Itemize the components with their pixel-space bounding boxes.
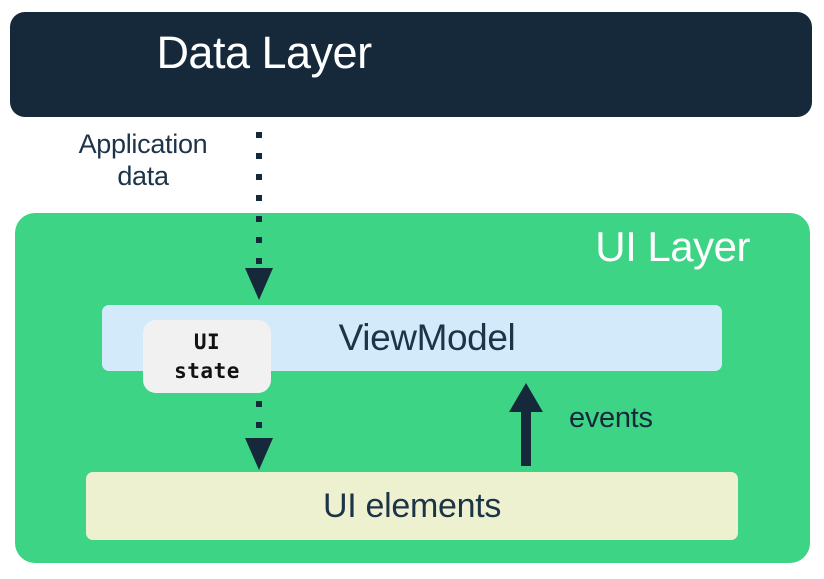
application-data-label-line2: data [117, 160, 169, 191]
ui-elements-box [86, 472, 738, 540]
viewmodel-label: ViewModel [338, 317, 516, 358]
application-data-label: Application data [43, 129, 243, 193]
data-layer-box [10, 12, 812, 117]
ui-elements-label: UI elements [322, 486, 502, 525]
ui-state-line1: UI [193, 330, 221, 355]
ui-state-badge: UI state [143, 320, 271, 393]
data-layer-title: Data Layer [156, 27, 372, 78]
events-flow-label: events [569, 402, 653, 434]
ui-layer-title: UI Layer [595, 223, 750, 270]
ui-state-line2: state [174, 358, 240, 383]
application-data-label-line1: Application [78, 129, 208, 159]
